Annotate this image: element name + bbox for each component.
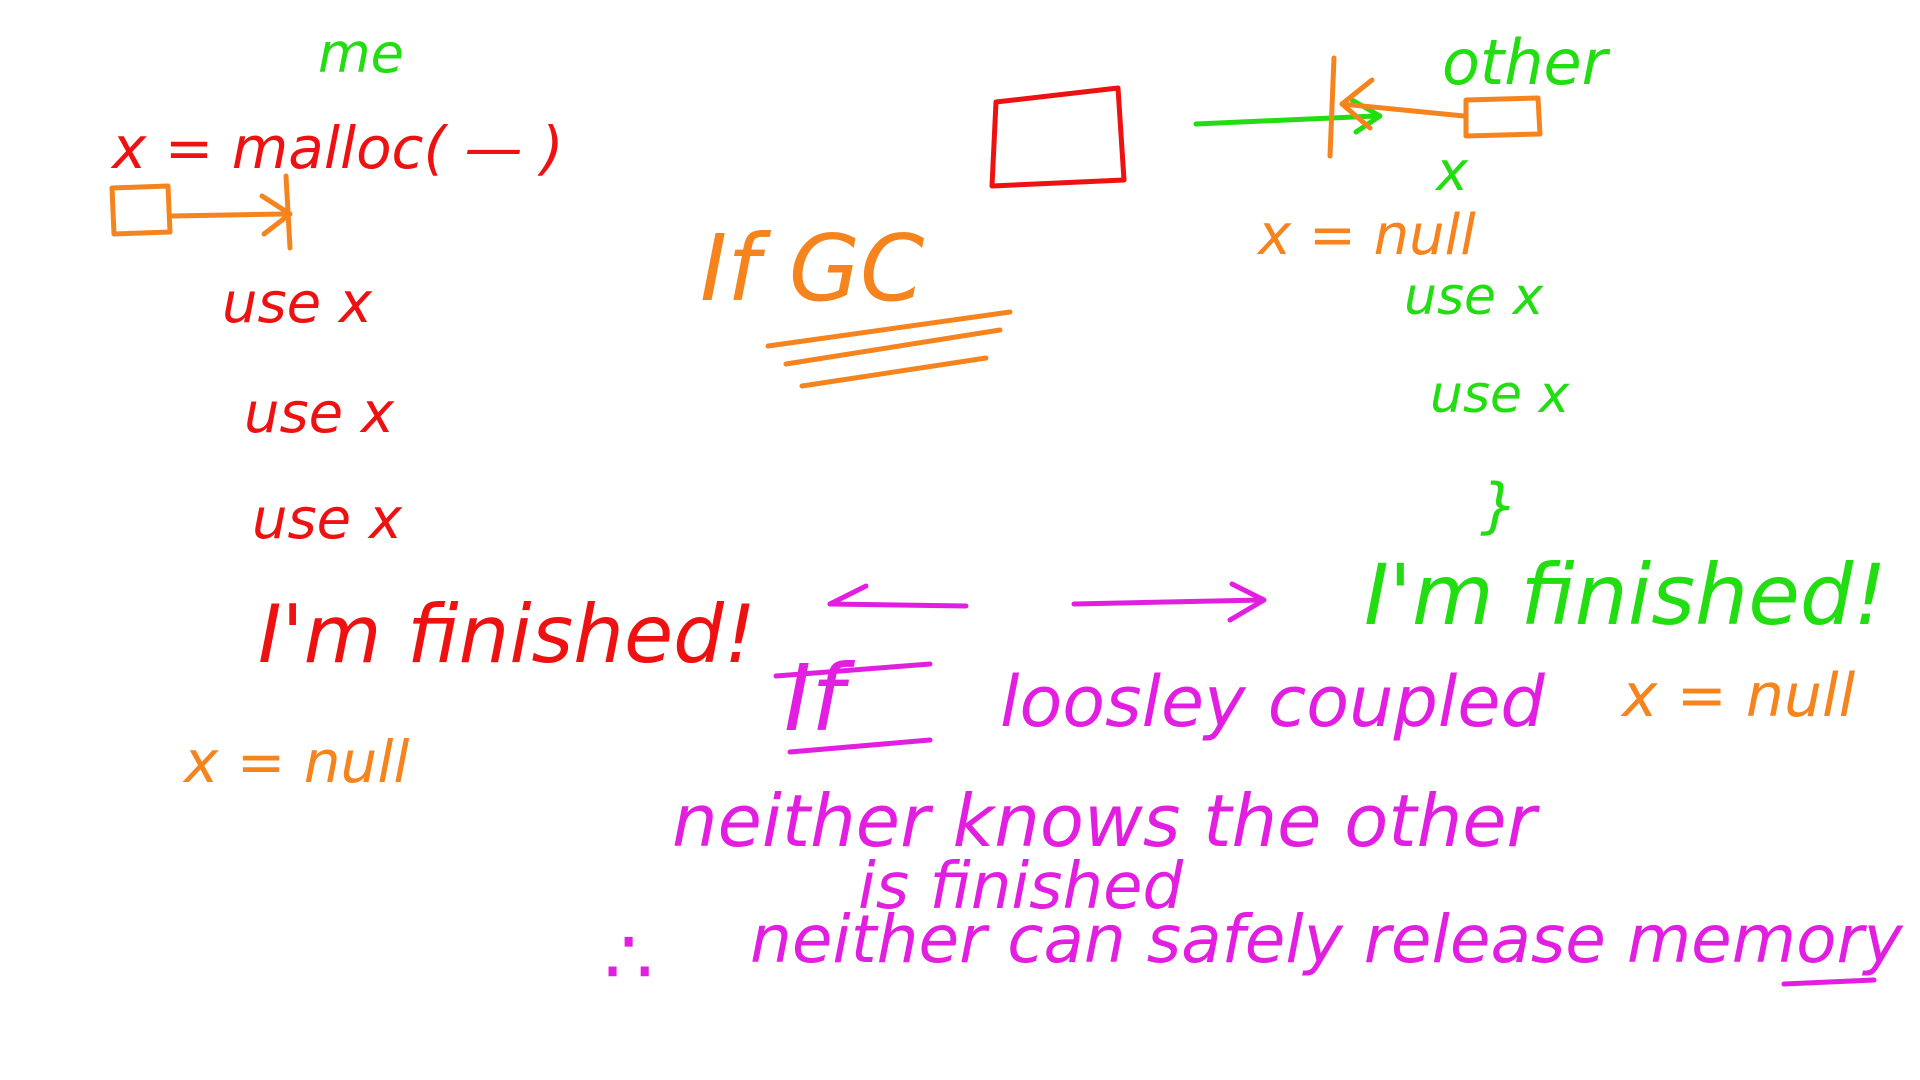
other-ellipsis: } (1480, 471, 1518, 541)
conclusion-line-3: is finished (858, 850, 1183, 924)
conclusion-line-2: neither knows the other (672, 779, 1541, 863)
right-arrow-icon (1071, 581, 1267, 623)
other-x-label: x (1434, 140, 1469, 203)
me-malloc-line: x = malloc( — ) (110, 114, 564, 182)
gc-note: If GC (700, 215, 1013, 389)
conclusion-block: If loosley coupled neither knows the oth… (604, 581, 1904, 1003)
left-arrow-icon (827, 583, 969, 609)
if-underline (773, 661, 933, 755)
conclusion-line-1: loosley coupled (1000, 661, 1545, 743)
gc-note-text: If GC (700, 215, 924, 322)
me-use-x-2: use x (244, 381, 395, 446)
other-null-assign: x = null (1620, 661, 1856, 731)
other-column: other x x = null use x use x } I'm finis… (1193, 26, 1887, 731)
me-heading: me (318, 22, 404, 85)
me-finished: I'm finished! (258, 588, 756, 681)
shared-memory-block (989, 85, 1127, 189)
other-use-x-2: use x (1430, 365, 1571, 425)
other-finished: I'm finished! (1364, 546, 1887, 644)
me-null-assign: x = null (182, 728, 410, 796)
therefore-symbol: ∴ (604, 913, 654, 1003)
me-use-x-1: use x (222, 271, 373, 336)
memory-underline (1781, 977, 1877, 987)
me-use-x-3: use x (252, 487, 403, 552)
me-pointer-arrow (109, 173, 293, 251)
conclusion-if: If (784, 645, 855, 752)
other-use-x-1: use x (1404, 267, 1545, 327)
other-null-assign-top: x = null (1256, 203, 1476, 268)
me-column: me x = malloc( — ) use x use x use x I'm… (109, 22, 756, 796)
other-orange-pointer (1327, 55, 1543, 159)
conclusion-line-4: neither can safely release memory (750, 901, 1904, 978)
other-heading: other (1442, 26, 1611, 99)
